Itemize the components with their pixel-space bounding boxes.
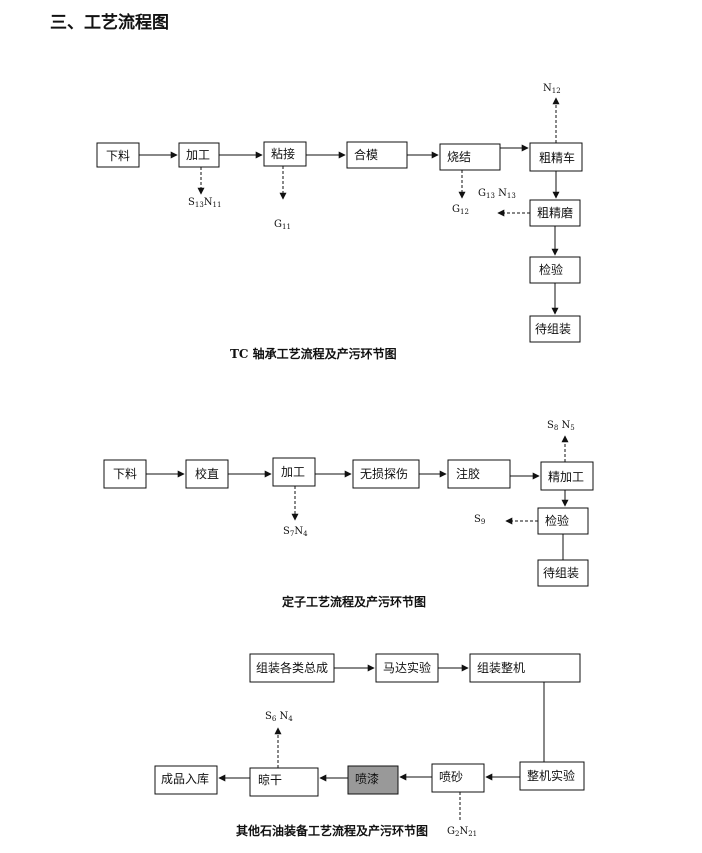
box-label: 注胶 [456, 466, 480, 481]
stator-box-labels: 下料 校直 加工 无损探伤 注胶 精加工 检验 待组装 [113, 465, 584, 580]
box-label: 整机实验 [527, 768, 575, 783]
box-label: 喷漆 [355, 772, 379, 786]
box-tc-sintering [439, 143, 501, 171]
box-oe-sandblasting [431, 763, 485, 793]
tc-box-labels: 下料 加工 粘接 合模 烧结 粗精车 粗精磨 检验 待组装 [106, 146, 575, 336]
box-label: 检验 [545, 513, 569, 528]
box-label: 精加工 [548, 470, 584, 484]
box-label: 待组装 [535, 322, 571, 336]
label-s6-n4: S6 N4 [265, 711, 293, 723]
label-g12: G12 [452, 204, 469, 216]
box-label: 检验 [539, 262, 563, 277]
box-label: 加工 [281, 465, 305, 479]
box-label: 粘接 [271, 146, 295, 161]
box-label: 加工 [186, 148, 210, 162]
box-label: 组装各类总成 [256, 660, 328, 675]
box-oe-drying [249, 767, 319, 797]
box-tc-bonding [263, 141, 307, 167]
box-oe-painting [347, 765, 399, 795]
box-label: 喷砂 [439, 770, 463, 784]
tc-caption: TC 轴承工艺流程及产污环节图 [230, 346, 397, 361]
tc-pollution-labels: N12 S13N11 G11 G12 G13 N13 [188, 83, 561, 231]
section-heading: 三、工艺流程图 [50, 13, 169, 33]
box-oe-machine-test [519, 761, 585, 791]
label-s13-n11: S13N11 [188, 197, 221, 209]
label-n12: N12 [543, 83, 561, 95]
other-pollution-labels: S6 N4 G2N21 [265, 711, 477, 838]
box-label: 合模 [354, 147, 378, 162]
box-label: 组装整机 [477, 660, 525, 675]
box-label: 待组装 [543, 566, 579, 580]
stator-pollution-labels: S8 N5 S7N4 S9 [283, 420, 575, 538]
box-label: 烧结 [447, 150, 471, 164]
label-s9: S9 [474, 514, 485, 526]
box-label: 晾干 [258, 772, 282, 787]
box-st-finishing [540, 461, 594, 491]
other-box-labels: 组装各类总成 马达实验 组装整机 整机实验 喷砂 喷漆 晾干 成品入库 [161, 660, 575, 787]
box-st-machining [272, 457, 316, 487]
other-caption: 其他石油装备工艺流程及产污环节图 [236, 823, 428, 838]
other-equipment-flow [154, 653, 585, 822]
stator-flow [103, 435, 594, 587]
box-oe-warehousing [154, 765, 218, 795]
stator-caption: 定子工艺流程及产污环节图 [282, 594, 426, 609]
label-g13-n13: G13 N13 [478, 188, 516, 200]
label-g11: G11 [274, 219, 291, 231]
box-label: 粗精车 [539, 150, 575, 165]
label-g2-n21: G2N21 [447, 826, 477, 838]
label-s7-n4: S7N4 [283, 526, 308, 538]
box-tc-await-assembly [529, 315, 581, 343]
box-oe-assemble-machine [469, 653, 581, 683]
box-label: 无损探伤 [360, 467, 408, 481]
box-label: 成品入库 [161, 771, 209, 786]
box-label: 校直 [195, 466, 219, 481]
label-s8-n5: S8 N5 [547, 420, 575, 432]
box-label: 粗精磨 [537, 206, 573, 220]
box-label: 下料 [113, 467, 137, 481]
box-st-glue [447, 459, 511, 489]
box-label: 马达实验 [383, 660, 431, 675]
box-label: 下料 [106, 149, 130, 163]
tc-bearing-flow [96, 97, 583, 343]
